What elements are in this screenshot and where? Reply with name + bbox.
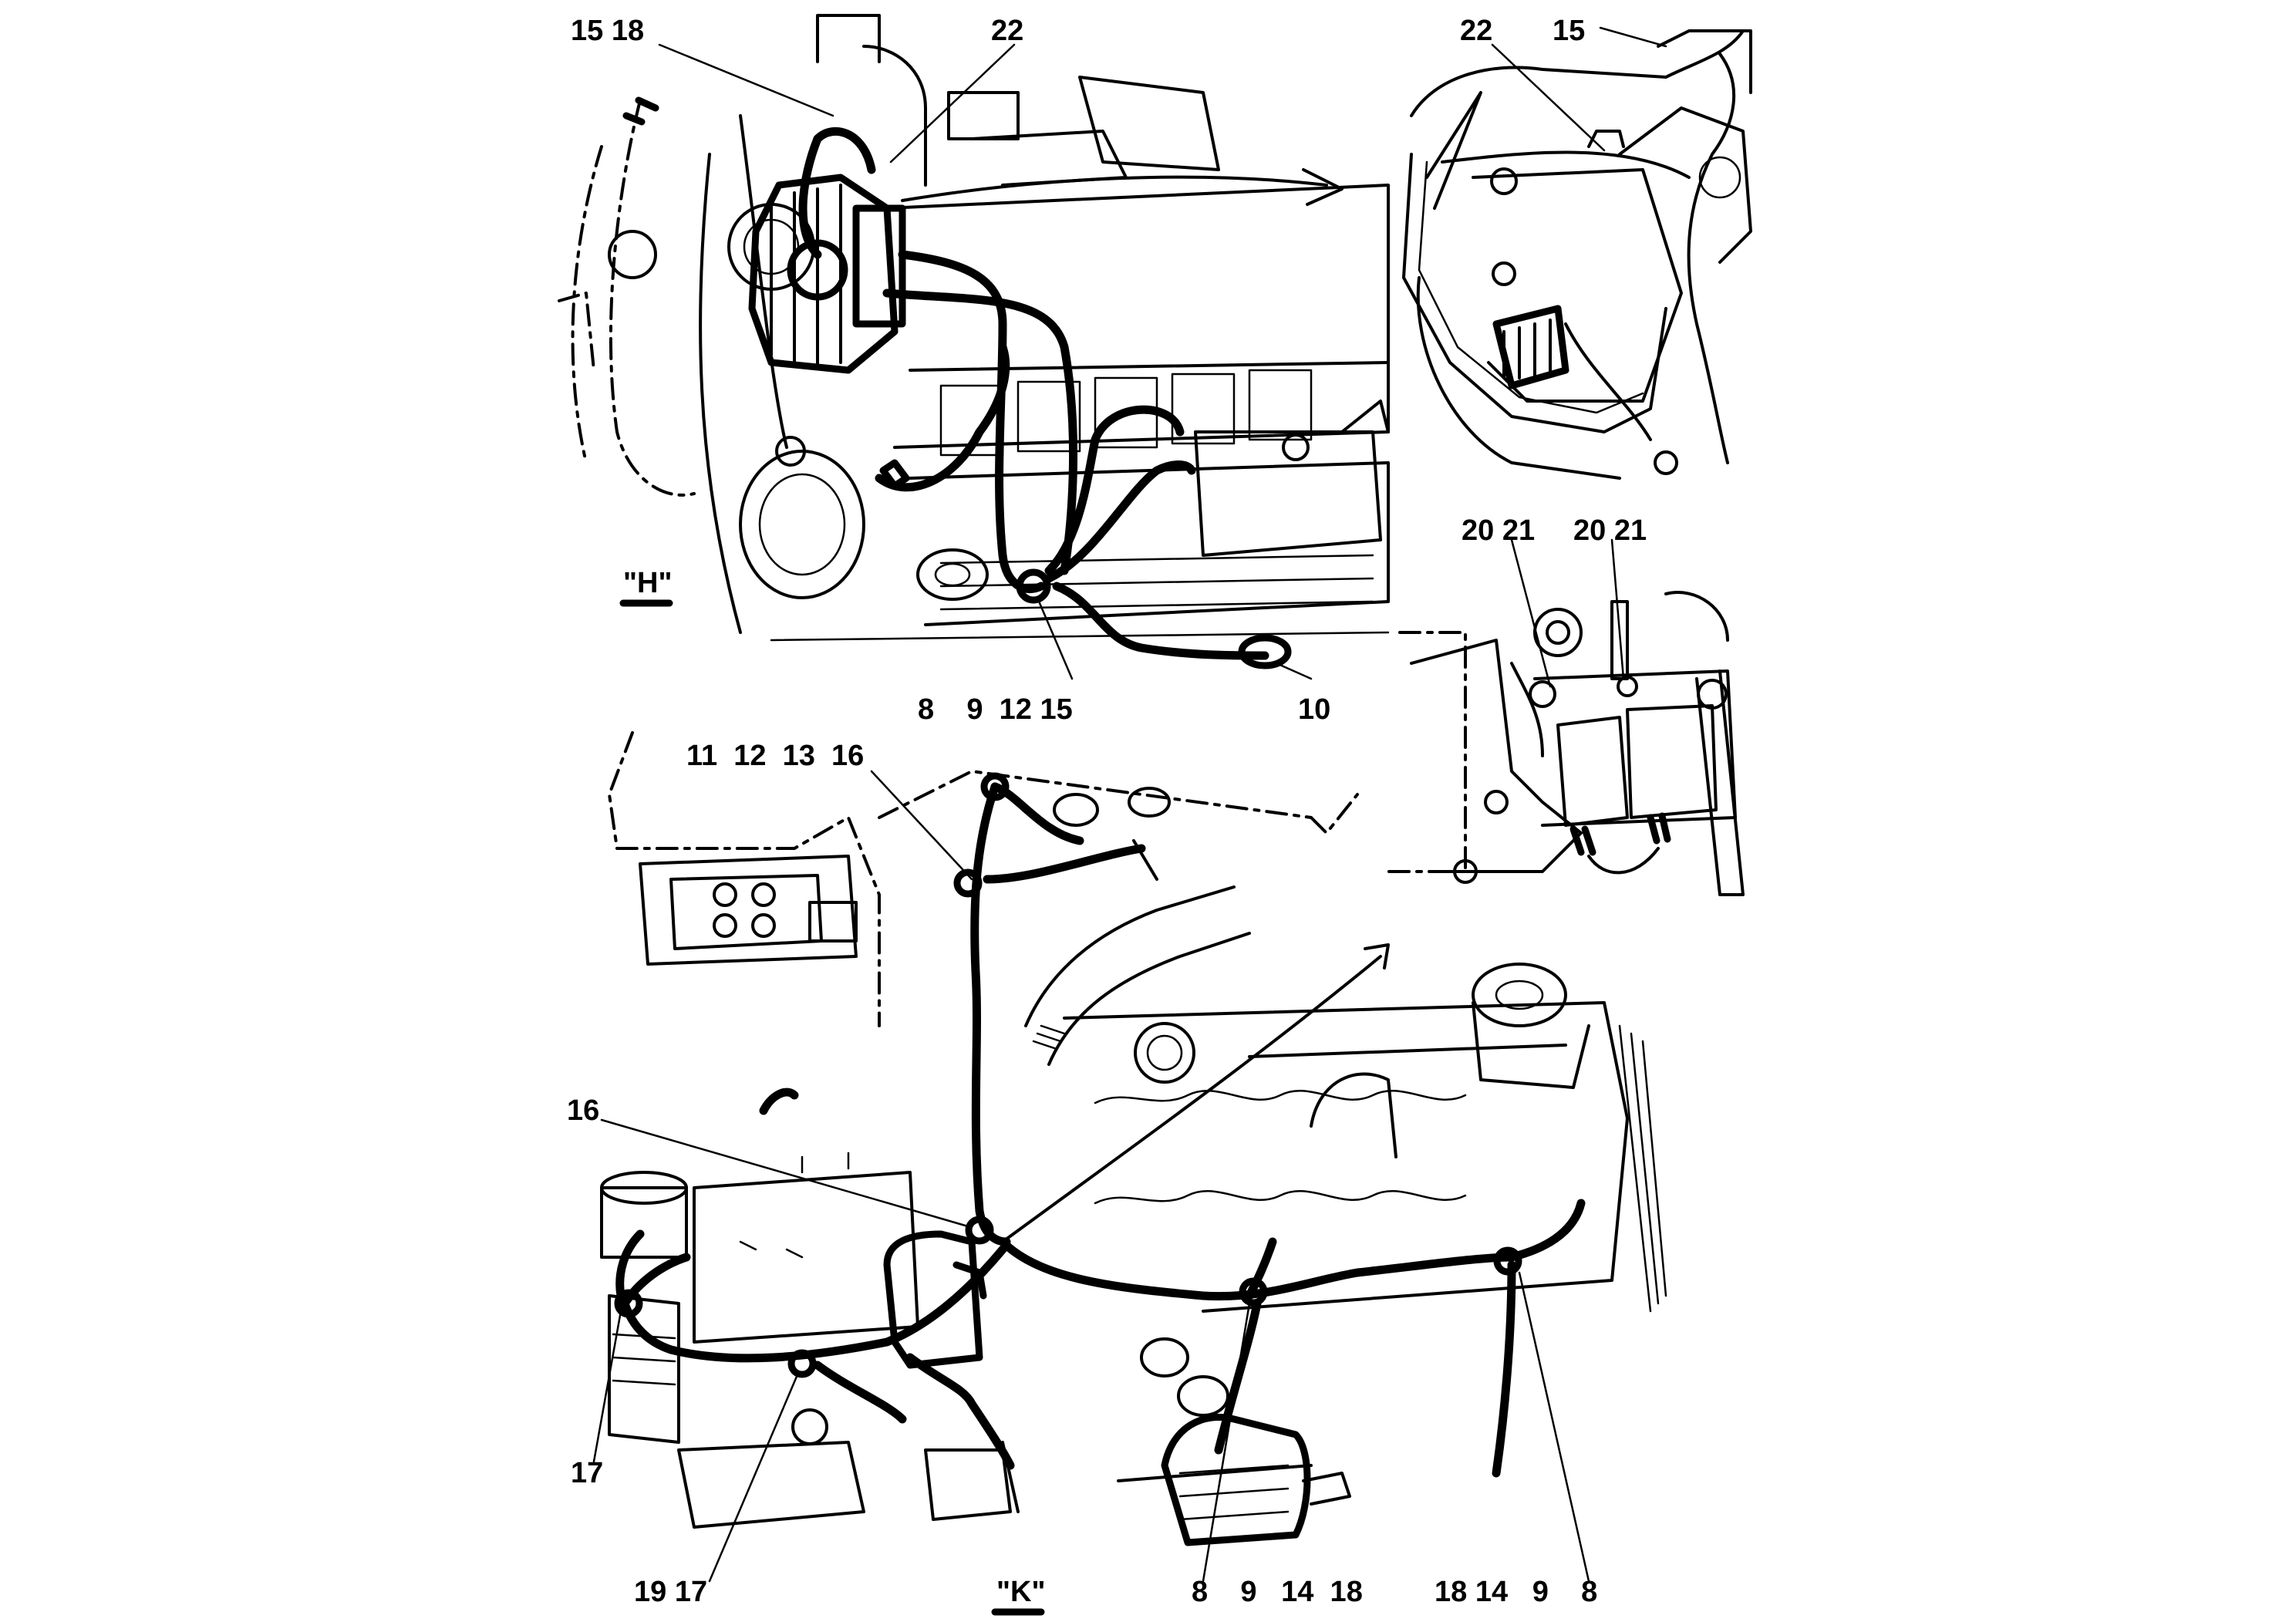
view-label-h: "H" — [623, 567, 672, 599]
detail-alternator-drawing — [1402, 26, 1752, 480]
view-label-k: "K" — [996, 1576, 1045, 1608]
callout-detail-22: 22 — [1460, 15, 1492, 47]
callout-18-14-9-8: 18 14 9 8 — [1435, 1576, 1597, 1608]
callout-19-17: 19 17 — [634, 1576, 707, 1608]
callout-detail-15: 15 — [1553, 15, 1585, 47]
detail-sensor-drawing — [1387, 538, 1745, 896]
callout-10: 10 — [1298, 693, 1330, 726]
callout-11-12-13-16: 11 12 13 16 — [686, 740, 864, 772]
callout-22: 22 — [991, 15, 1023, 47]
callout-20-21-right: 20 21 — [1573, 514, 1647, 547]
callout-16: 16 — [567, 1094, 599, 1127]
view-h-drawing — [558, 14, 1390, 680]
callout-8-9-12-15: 8 9 12 15 — [918, 693, 1073, 726]
callout-8-9-14-18: 8 9 14 18 — [1192, 1576, 1363, 1608]
callout-17: 17 — [571, 1457, 603, 1489]
view-k-drawing — [592, 731, 1667, 1616]
callout-15-18: 15 18 — [571, 15, 644, 47]
callout-20-21-left: 20 21 — [1462, 514, 1535, 547]
